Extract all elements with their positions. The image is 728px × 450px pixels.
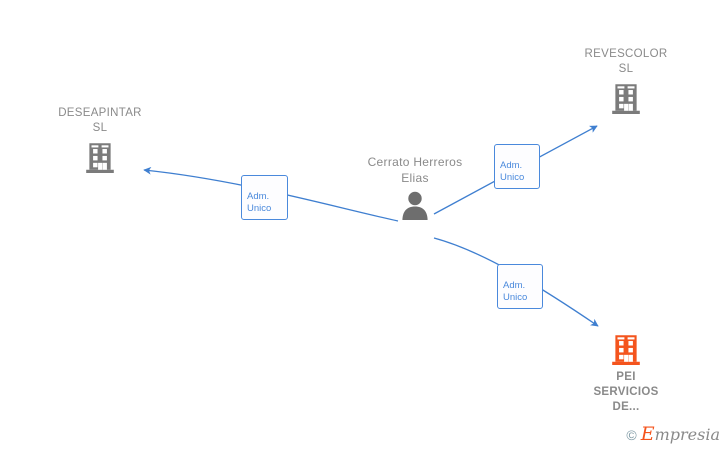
edge-label-pei-servicios[interactable]: Adm. Unico <box>497 264 543 309</box>
brand-initial: E <box>640 423 655 445</box>
empresia-watermark: © Empresia <box>626 425 720 444</box>
edge-label-text: Adm. Unico <box>503 280 528 303</box>
company-node-deseapintar[interactable]: DESEAPINTAR SL <box>35 106 165 174</box>
person-label: Cerrato Herreros Elias <box>367 155 463 185</box>
person-node-cerrato-herreros-elias[interactable]: Cerrato Herreros Elias <box>355 155 475 221</box>
edge-label-text: Adm. Unico <box>247 191 272 214</box>
building-icon <box>612 84 640 114</box>
copyright-icon: © <box>626 426 637 443</box>
company-node-revescolor[interactable]: REVESCOLOR SL <box>561 47 691 115</box>
company-node-pei-servicios[interactable]: PEI SERVICIOS DE... <box>561 332 691 415</box>
company-label-revescolor: REVESCOLOR SL <box>584 48 668 75</box>
building-icon <box>86 143 114 173</box>
brand-rest: mpresia <box>654 425 720 444</box>
company-label-deseapintar: DESEAPINTAR SL <box>58 107 142 134</box>
edge-label-revescolor[interactable]: Adm. Unico <box>494 144 540 189</box>
edge-label-deseapintar[interactable]: Adm. Unico <box>241 175 288 220</box>
person-icon <box>402 191 428 220</box>
edge-label-text: Adm. Unico <box>500 160 525 183</box>
brand-wordmark: Empresia <box>641 425 720 444</box>
company-label-pei-servicios: PEI SERVICIOS DE... <box>593 371 659 413</box>
building-icon <box>612 335 640 365</box>
